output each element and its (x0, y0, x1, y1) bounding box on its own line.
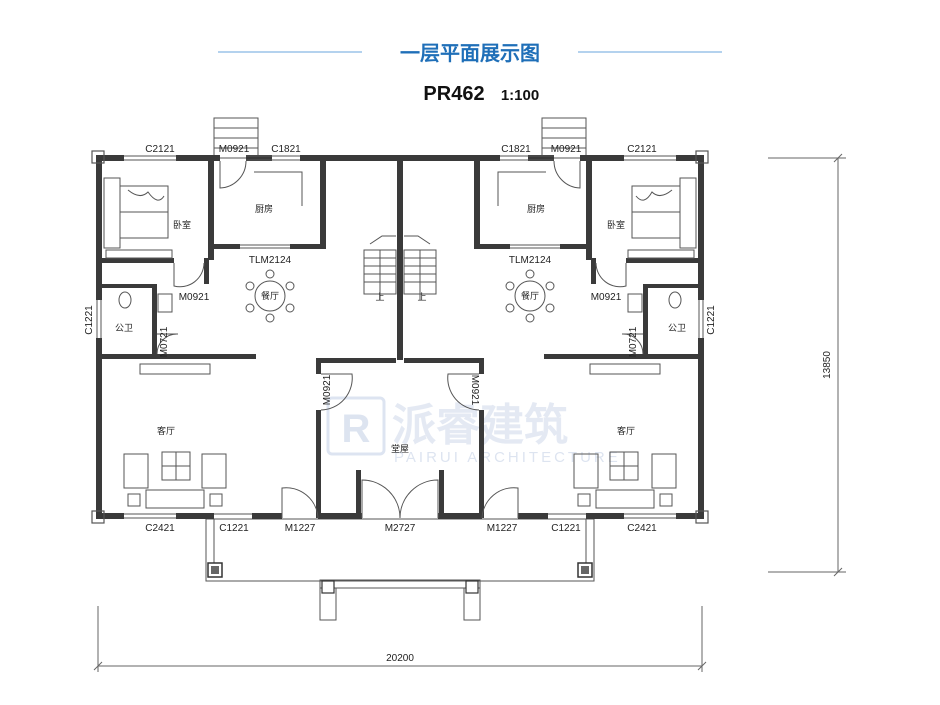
label-m1227-right: M1227 (487, 523, 518, 534)
kitchen-counter-right (497, 171, 546, 206)
label-m0721-right: M0721 (628, 326, 639, 357)
stair-up-label-right: 上 (417, 292, 426, 303)
page-title: 一层平面展示图 (400, 41, 540, 65)
entry-step-1 (319, 579, 481, 589)
label-c1221-side-right: C1221 (706, 305, 717, 335)
label-m0721-left: M0721 (159, 326, 170, 357)
bed-right (627, 177, 697, 259)
toilet-left (118, 291, 132, 309)
front-porch (205, 518, 595, 621)
door-swing-m0921-mid-left (173, 262, 205, 288)
door-swing-m0921-hall-left (320, 373, 353, 411)
toilet-right (668, 291, 682, 309)
watermark-logo: R (342, 407, 371, 451)
room-label-kitchen-right: 厨房 (527, 203, 545, 215)
porch-outline (205, 518, 595, 582)
label-c2421-right: C2421 (627, 523, 657, 534)
room-label-bedroom-left: 卧室 (173, 219, 191, 231)
doors (156, 160, 644, 519)
label-m0921-hall-left: M0921 (322, 374, 333, 405)
label-c1821-left: C1821 (271, 144, 301, 155)
kitchen-counter-left (254, 171, 303, 206)
windows (96, 155, 704, 519)
label-m0921-top-right: M0921 (551, 144, 582, 155)
door-swing-m0721-left (156, 333, 179, 355)
label-m1227-left: M1227 (285, 523, 316, 534)
room-label-dining-right: 餐厅 (521, 290, 539, 302)
door-swing-m0921-top-right (553, 160, 581, 189)
label-c2421-left: C2421 (145, 523, 175, 534)
label-m0921-hall-right: M0921 (469, 375, 480, 406)
door-swing-m0921-hall-right (447, 373, 480, 411)
stair-left (363, 235, 397, 300)
sofa-set-left (123, 451, 227, 509)
label-m0921-top-left: M0921 (219, 144, 250, 155)
label-m0921-mid-right: M0921 (591, 292, 622, 303)
furniture (103, 171, 697, 509)
label-c1221-bottom-left: C1221 (219, 523, 249, 534)
dining-table-right (505, 269, 555, 323)
bed-left (103, 177, 173, 259)
tv-unit-left (139, 363, 211, 375)
opening-labels: C2121 M0921 C1821 C1821 M0921 C2121 TLM2… (84, 144, 717, 534)
label-c1221-bottom-right: C1221 (551, 523, 581, 534)
plan-code: PR462 (423, 83, 484, 105)
dining-table-left (245, 269, 295, 323)
label-m0921-mid-left: M0921 (179, 292, 210, 303)
room-label-bath-right: 公卫 (668, 323, 686, 334)
label-c1221-side-left: C1221 (84, 305, 95, 335)
watermark-logo-frame (326, 396, 386, 456)
label-c2121-left: C2121 (145, 144, 175, 155)
plan-scale: 1:100 (501, 87, 539, 104)
door-swing-m2727-left (361, 479, 401, 519)
dim-width: 20200 (386, 653, 414, 664)
door-swing-m0921-mid-right (595, 262, 627, 288)
room-label-living-left: 客厅 (157, 425, 175, 437)
room-labels: 卧室 厨房 厨房 卧室 餐厅 餐厅 公卫 公卫 客厅 客厅 堂屋 上 上 (115, 203, 686, 455)
stair-right (403, 235, 437, 300)
door-swing-m1227-left (281, 487, 319, 519)
watermark: R 派睿建筑 PAIRUI ARCHITECTURE (326, 396, 621, 466)
door-swing-m1227-right (481, 487, 519, 519)
door-swing-m2727-right (399, 479, 439, 519)
basin-right (627, 293, 643, 313)
dim-depth: 13850 (822, 351, 833, 379)
label-c1821-right: C1821 (501, 144, 531, 155)
door-swing-m0921-top-left (219, 160, 247, 189)
door-swing-m0721-right (621, 333, 644, 355)
stairs (363, 235, 437, 300)
label-tlm-left: TLM2124 (249, 255, 292, 266)
stair-up-label-left: 上 (375, 292, 384, 303)
basin-left (157, 293, 173, 313)
room-label-bedroom-right: 卧室 (607, 219, 625, 231)
label-m2727: M2727 (385, 523, 416, 534)
label-c2121-right: C2121 (627, 144, 657, 155)
sofa-set-right (573, 451, 677, 509)
back-steps (213, 117, 587, 159)
room-label-living-right: 客厅 (617, 425, 635, 437)
walls (91, 150, 709, 524)
label-tlm-right: TLM2124 (509, 255, 552, 266)
room-label-dining-left: 餐厅 (261, 290, 279, 302)
dimensions: 20200 13850 (93, 153, 846, 672)
tv-unit-right (589, 363, 661, 375)
room-label-bath-left: 公卫 (115, 323, 133, 334)
header: 一层平面展示图 PR462 1:100 (218, 41, 722, 105)
watermark-brand-en: PAIRUI ARCHITECTURE (394, 449, 621, 466)
room-label-kitchen-left: 厨房 (255, 203, 273, 215)
room-label-hall: 堂屋 (391, 443, 409, 455)
